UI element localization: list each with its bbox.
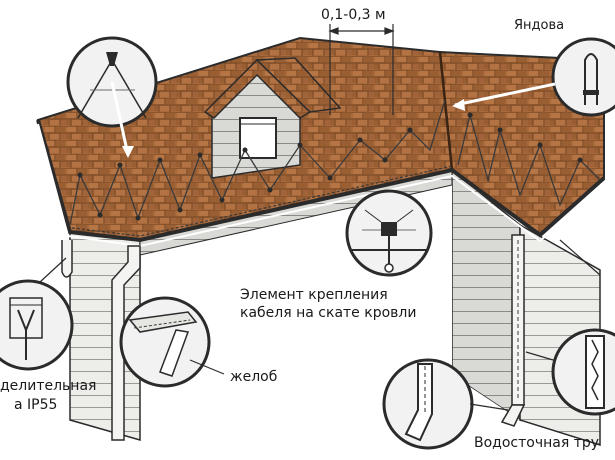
dormer [203, 57, 342, 179]
callout-arrow [454, 82, 556, 107]
junction-box-label-line1: делительная [0, 378, 97, 394]
eave-fascia [36, 119, 606, 243]
callout-leader [189, 359, 225, 375]
downpipe-left [61, 240, 141, 441]
slope-mount-label-line1: Элемент крепления [240, 287, 388, 303]
callout-downpipe [382, 358, 509, 450]
downpipe-label: Водосточная тру [474, 435, 600, 451]
heating-cable-right [457, 112, 601, 207]
spacing-label: 0,1-0,3 м [321, 7, 386, 23]
slope-mount-label-line2: кабеля на скате кровли [240, 305, 417, 321]
callout-slope-mount [345, 189, 433, 277]
eave-fascia-inner [37, 123, 605, 248]
callout-valley [452, 37, 615, 117]
heating-cable-eave [71, 165, 453, 237]
callout-pipe-cable [525, 328, 615, 416]
callout-arrow [110, 81, 130, 156]
spacing-dimension [328, 24, 395, 115]
gutter-label: желоб [230, 369, 278, 385]
callout-junction-box [0, 257, 74, 371]
callout-leader [525, 351, 554, 361]
downpipe-right [500, 234, 526, 427]
callout-leader [559, 239, 601, 276]
valley-label: Яндова [514, 18, 565, 33]
callout-gutter [119, 296, 225, 388]
cable-mount-dots [77, 112, 583, 221]
callout-leader [469, 403, 509, 411]
roof-valley-line [438, 51, 454, 171]
junction-box-label-line2: а IP55 [14, 397, 58, 413]
heating-cable-left [69, 99, 446, 226]
callout-roof-mount [66, 36, 158, 158]
callout-leader [39, 257, 67, 283]
